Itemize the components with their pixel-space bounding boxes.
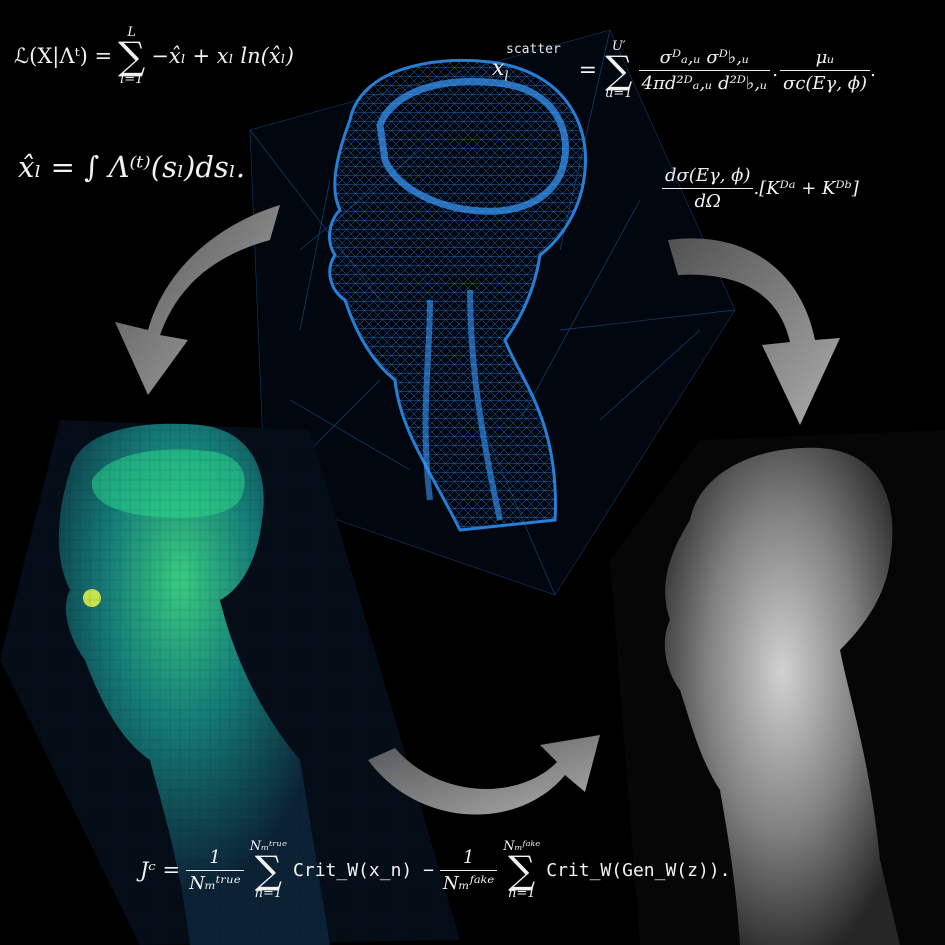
critic-sum2-upper: Nₘᶠᵃᵏᵉ xyxy=(503,839,541,854)
scatter-equation-line2: dσ(Eγ, ϕ) dΩ .[Kᴰᵃ + Kᴰᵇ] xyxy=(662,165,859,212)
likelihood-lhs: ℒ(X|Λᵗ) = xyxy=(14,44,113,68)
ct-head-icon xyxy=(610,430,945,945)
scatter-fraction-1: σᴰₐ,ᵤ σᴰ♭,ᵤ 4πd²ᴰₐ,ᵤ d²ᴰ♭,ᵤ xyxy=(638,47,771,94)
cross-section-fraction: dσ(Eγ, ϕ) dΩ xyxy=(662,165,754,212)
scatter-fraction-2: μᵤ σc(Eγ, ϕ) xyxy=(780,47,871,94)
critic-term-2: Crit_W(Gen_W(z)). xyxy=(546,859,731,881)
critic-sum1-upper: Nₘᵗʳᵘᵉ xyxy=(249,839,288,854)
scatter-frac2-num: μᵤ xyxy=(780,47,871,71)
likelihood-equation: ℒ(X|Λᵗ) = L ∑ l=1 −x̂ₗ + xₗ ln(x̂ₗ) xyxy=(14,26,294,86)
critic-equation: Jᶜ = 1 Nₘᵗʳᵘᵉ Nₘᵗʳᵘᵉ ∑ n=1 Crit_W(x_n) −… xyxy=(140,840,730,900)
cross-section-den: dΩ xyxy=(694,191,721,212)
arrow-mesh-to-spect-icon xyxy=(115,205,280,395)
likelihood-sum-upper: L xyxy=(127,25,137,40)
critic-term-1: Crit_W(x_n) − xyxy=(293,859,434,881)
critic-sum2-lower: n=1 xyxy=(507,886,536,901)
scatter-line2-tail: .[Kᴰᵃ + Kᴰᵇ] xyxy=(753,178,859,199)
critic-fraction-1: 1 Nₘᵗʳᵘᵉ xyxy=(186,847,244,894)
scatter-lhs-var: x xyxy=(492,55,505,81)
likelihood-rhs: −x̂ₗ + xₗ ln(x̂ₗ) xyxy=(151,44,294,68)
scatter-sum-lower: u=1 xyxy=(605,86,633,101)
critic-sum-2: Nₘᶠᵃᵏᵉ ∑ n=1 xyxy=(503,839,541,901)
critic-frac2-den: Nₘᶠᵃᵏᵉ xyxy=(442,872,495,894)
arrow-spect-to-ct-icon xyxy=(368,735,600,815)
scatter-frac1-num: σᴰₐ,ᵤ σᴰ♭,ᵤ xyxy=(638,47,771,71)
critic-frac2-num: 1 xyxy=(439,847,498,871)
scatter-lhs-sub: l xyxy=(504,69,509,85)
arrow-ct-to-mesh-icon xyxy=(668,238,840,425)
critic-frac1-num: 1 xyxy=(186,847,244,871)
scatter-sum-upper: U′ xyxy=(611,39,626,54)
likelihood-sum: L ∑ l=1 xyxy=(118,25,146,87)
scatter-frac2-den: σc(Eγ, ϕ) xyxy=(783,72,868,94)
scatter-eq-sign: = xyxy=(578,57,598,83)
critic-sum-1: Nₘᵗʳᵘᵉ ∑ n=1 xyxy=(249,839,288,901)
critic-sum1-lower: n=1 xyxy=(254,886,283,901)
critic-lhs: Jᶜ = xyxy=(140,858,181,882)
critic-frac1-den: Nₘᵗʳᵘᵉ xyxy=(189,872,241,894)
scatter-lhs-sup: scatter xyxy=(506,41,561,57)
cross-section-num: dσ(Eγ, ϕ) xyxy=(662,165,754,189)
spect-head-icon xyxy=(0,420,460,945)
scatter-frac1-den: 4πd²ᴰₐ,ᵤ d²ᴰ♭,ᵤ xyxy=(641,72,768,94)
projection-equation: x̂ₗ = ∫ Λ⁽ᵗ⁾(sₗ)dsₗ. xyxy=(18,150,246,184)
critic-fraction-2: 1 Nₘᶠᵃᵏᵉ xyxy=(439,847,498,894)
scatter-equation: xl scatter = U′ ∑ u=1 σᴰₐ,ᵤ σᴰ♭,ᵤ 4πd²ᴰₐ… xyxy=(492,39,876,101)
scatter-sum: U′ ∑ u=1 xyxy=(605,39,633,101)
likelihood-sum-lower: l=1 xyxy=(120,72,144,87)
